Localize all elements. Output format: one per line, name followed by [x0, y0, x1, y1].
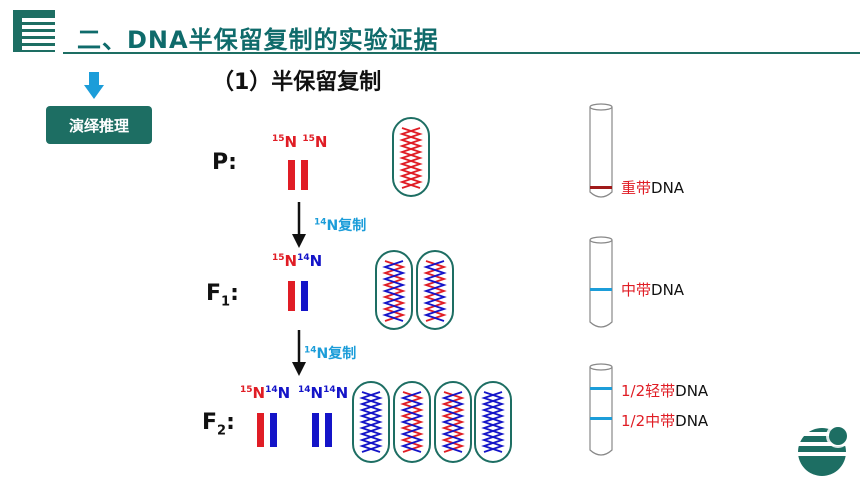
light-band: [590, 387, 612, 390]
page-title: 二、DNA半保留复制的实验证据: [77, 26, 439, 54]
tube-f1: [589, 236, 613, 328]
cell-f1-b: [416, 250, 454, 330]
cell-f2-b: [393, 381, 431, 463]
band-label-light: 1/2轻带DNA: [621, 382, 709, 400]
strand-bar-f2b-left: [312, 413, 319, 447]
strand-bar-f1-right: [301, 281, 308, 311]
cell-f1-a: [375, 250, 413, 330]
cell-f2-d: [474, 381, 512, 463]
replication-arrow-1-icon: [292, 202, 306, 248]
strand-bar-p-right: [301, 160, 308, 190]
down-arrow-icon: [84, 72, 104, 99]
isotope-label-f2-light: 14N14N: [298, 384, 349, 402]
tube-p: [589, 103, 613, 198]
cell-p: [392, 117, 430, 197]
replication-label-1: 14N复制: [314, 217, 367, 234]
header-stripes-icon: [13, 10, 60, 52]
strand-bar-p-left: [288, 160, 295, 190]
heavy-band: [590, 186, 612, 189]
cell-f2-a: [352, 381, 390, 463]
middle-band: [590, 288, 612, 291]
half-middle-band: [590, 417, 612, 420]
strand-bar-f1-left: [288, 281, 295, 311]
band-label-heavy: 重带DNA: [621, 179, 685, 197]
header-bar: [13, 10, 860, 54]
strand-bar-f2a-left: [257, 413, 264, 447]
isotope-label-p: 15N 15N: [272, 133, 328, 151]
cell-f2-c: [434, 381, 472, 463]
replication-label-2: 14N复制: [304, 345, 357, 362]
generation-p-label: P:: [212, 150, 237, 175]
band-label-middle: 中带DNA: [621, 281, 685, 299]
section-subtitle: （1）半保留复制: [212, 70, 382, 95]
strand-bar-f2a-right: [270, 413, 277, 447]
generation-f2-label: F2:: [202, 410, 235, 439]
strand-bar-f2b-right: [325, 413, 332, 447]
isotope-label-f1: 15N14N: [272, 252, 323, 270]
generation-f1-label: F1:: [206, 281, 239, 310]
tube-f2: [589, 363, 613, 456]
deduce-reasoning-button[interactable]: 演绎推理: [46, 106, 152, 144]
isotope-label-f2-hybrid: 15N14N: [240, 384, 291, 402]
replication-arrow-2-icon: [292, 330, 306, 376]
corner-logo-icon: [796, 424, 850, 476]
band-label-half-middle: 1/2中带DNA: [621, 412, 709, 430]
